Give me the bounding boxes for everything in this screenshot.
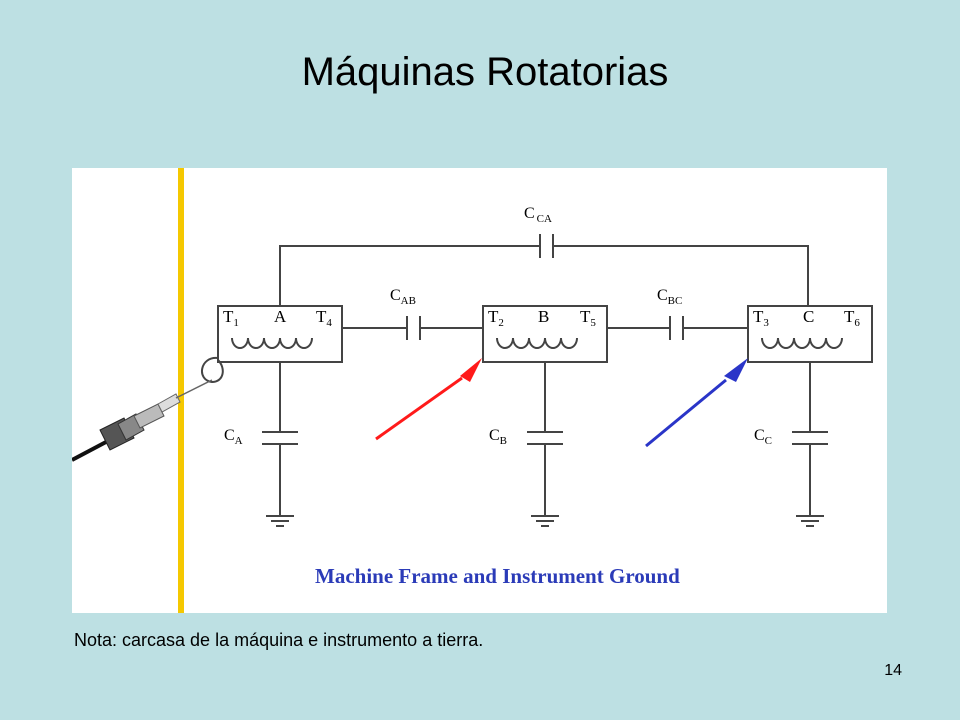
terminal-t1-label: T1 [223, 307, 239, 329]
phase-b-test-lead [375, 358, 482, 441]
phase-box-c [747, 305, 873, 363]
capacitor-ca-label: CA [224, 427, 243, 447]
test-clip-loop [201, 356, 224, 384]
phase-box-b [482, 305, 608, 363]
capacitor-cc-label: CC [754, 427, 772, 447]
phase-c-label: C [803, 307, 814, 326]
winding-coil-icon [496, 337, 578, 349]
terminal-t2-label: T2 [488, 307, 504, 329]
ground-icon [796, 515, 824, 527]
terminal-t4-label: T4 [316, 307, 332, 329]
capacitor-cb-label: CB [489, 427, 507, 447]
ground-icon [531, 515, 559, 527]
winding-coil-icon [761, 337, 843, 349]
capacitor-cbc-label: CBC [657, 287, 682, 307]
phase-box-a [217, 305, 343, 363]
capacitor-cab-label: CAB [390, 287, 416, 307]
diagram-caption: Machine Frame and Instrument Ground [315, 564, 680, 588]
winding-coil-icon [231, 337, 313, 349]
test-probe-icon [72, 379, 213, 462]
page-number: 14 [884, 662, 902, 679]
terminal-t3-label: T3 [753, 307, 769, 329]
top-bus [279, 234, 809, 306]
phase-b-label: B [538, 307, 549, 326]
slide-title: Máquinas Rotatorias [301, 50, 669, 94]
terminal-t6-label: T6 [844, 307, 860, 329]
phase-c-test-lead [645, 358, 748, 448]
slide-note: Nota: carcasa de la máquina e instrument… [74, 630, 484, 650]
phase-a-label: A [274, 307, 287, 326]
terminal-t5-label: T5 [580, 307, 596, 329]
series-links [342, 316, 748, 340]
ground-branches [262, 362, 828, 516]
ground-icon [266, 515, 294, 527]
